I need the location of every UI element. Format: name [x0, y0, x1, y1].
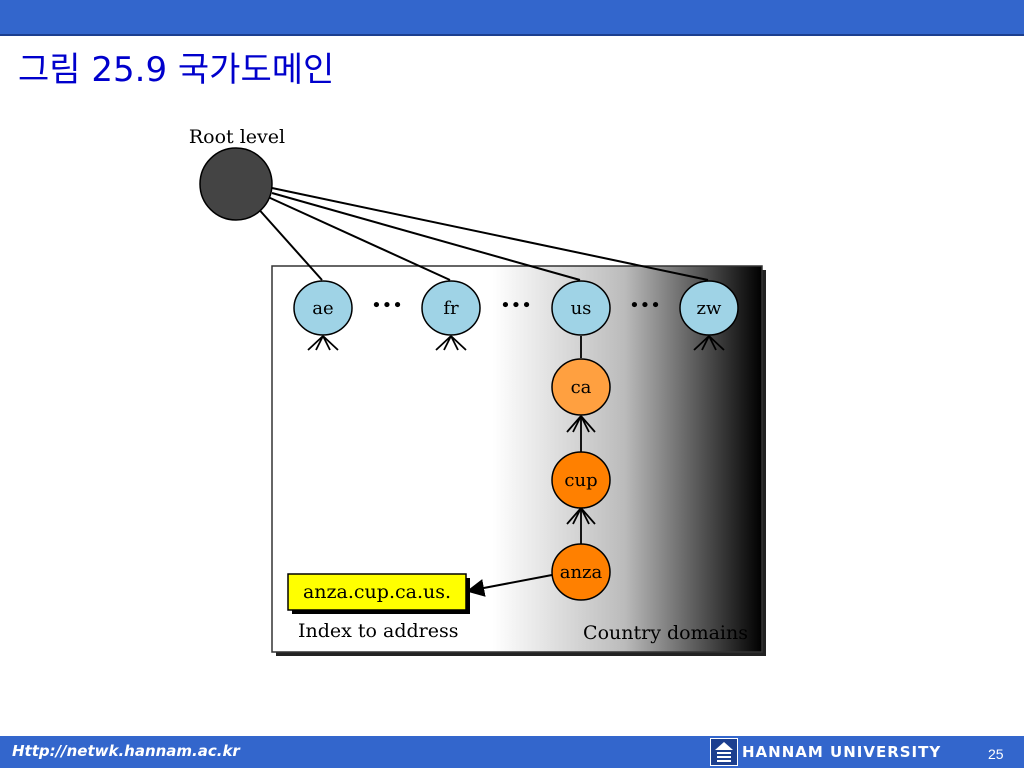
domain-node-ca: ca: [551, 358, 611, 416]
country-node-fr: fr: [421, 280, 481, 336]
svg-text:zw: zw: [697, 298, 722, 319]
child-fans: [307, 335, 725, 351]
domain-node-cup: cup: [551, 451, 611, 509]
svg-text:anza: anza: [560, 562, 603, 583]
svg-text:us: us: [571, 298, 592, 319]
root-level-label: Root level: [189, 126, 285, 148]
region-caption: Country domains: [583, 622, 748, 644]
svg-text:cup: cup: [564, 470, 597, 491]
university-name: HANNAM UNIVERSITY: [742, 743, 942, 761]
svg-text:fr: fr: [443, 298, 459, 319]
index-caption: Index to address: [298, 620, 459, 642]
logo-mark-icon: [715, 742, 733, 762]
address-label: anza.cup.ca.us.: [303, 581, 451, 603]
country-node-ae: ae: [293, 280, 353, 336]
slide-title: 그림 25.9 국가도메인: [18, 50, 335, 90]
domain-node-anza: anza: [551, 543, 611, 601]
footer-bar: [0, 736, 1024, 768]
svg-text:ae: ae: [312, 298, 333, 319]
ellipsis-2: •••: [500, 295, 532, 316]
address-box: [287, 573, 467, 611]
country-node-us: us: [551, 280, 611, 336]
root-node: [199, 147, 273, 221]
address-arrow: [466, 574, 553, 597]
page-number: 25: [988, 746, 1004, 762]
root-links: [254, 187, 709, 281]
country-node-zw: zw: [679, 280, 739, 336]
header-bar: [0, 0, 1024, 36]
footer-url: Http://netwk.hannam.ac.kr: [12, 742, 240, 760]
ellipsis-1: •••: [371, 295, 403, 316]
university-logo: [710, 738, 738, 766]
svg-text:ca: ca: [571, 377, 592, 398]
ellipsis-3: •••: [629, 295, 661, 316]
chain-links: [566, 336, 596, 544]
